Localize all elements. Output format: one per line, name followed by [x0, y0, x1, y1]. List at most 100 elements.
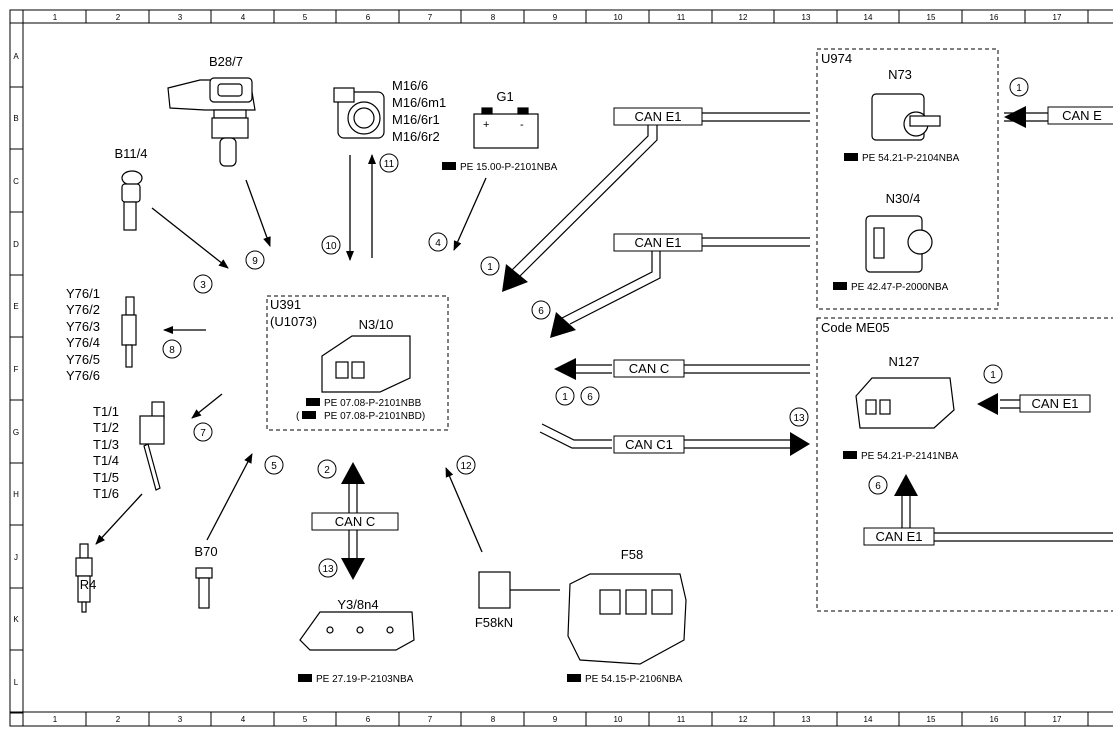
column-label-top: 6: [366, 13, 371, 22]
u391-label: U391: [270, 297, 301, 312]
t1-2-label: T1/2: [93, 420, 119, 435]
callout-number: 6: [587, 392, 593, 403]
ref-f58: PE 54.15-P-2106NBA: [585, 674, 683, 685]
callout-circle: [318, 558, 338, 578]
can-e1-mid-box: [613, 233, 703, 252]
callout-circle: [264, 455, 284, 475]
callout-circle: [580, 386, 600, 406]
n73-switch-drawing: [871, 93, 941, 141]
u974-label: U974: [821, 51, 852, 66]
callout-number: 12: [460, 461, 472, 472]
can-c-box: [613, 359, 685, 378]
ref-g1: PE 15.00-P-2101NBA: [460, 162, 558, 173]
column-label-top: 4: [241, 13, 246, 22]
callout-circle: [162, 339, 182, 359]
m16-6r1-label: M16/6r1: [392, 112, 440, 127]
column-label-bottom: 6: [366, 715, 371, 724]
ref-n30-4: PE 42.47-P-2000NBA: [851, 282, 949, 293]
ref-open-paren: (: [296, 411, 300, 422]
hand-pointer-icon: [843, 451, 857, 459]
f58-label: F58: [621, 547, 643, 562]
callout-number: 7: [200, 428, 206, 439]
can-e1-bottom-box: [863, 527, 935, 546]
r4-spark-plug-drawing: [75, 543, 93, 613]
row-label: D: [13, 240, 19, 249]
hand-pointer-icon: [302, 411, 316, 419]
callout-number: 1: [562, 392, 568, 403]
can-e1-mid-label: CAN E1: [635, 235, 682, 250]
code-me05-label: Code ME05: [821, 320, 890, 335]
callout-circle: [789, 407, 809, 427]
r4-label: R4: [80, 577, 97, 592]
m16-6-label: M16/6: [392, 78, 428, 93]
y76-3-label: Y76/3: [66, 319, 100, 334]
column-label-bottom: 15: [927, 715, 936, 724]
column-label-bottom: 11: [677, 715, 686, 724]
column-label-top: 10: [614, 13, 623, 22]
column-label-bottom: 8: [491, 715, 496, 724]
callout-circle: [428, 232, 448, 252]
row-label: F: [14, 365, 19, 374]
can-c1-box: [613, 435, 685, 454]
component-labels: B28/7B11/4M16/6M16/6m1M16/6r1M16/6r2G1Y7…: [66, 51, 920, 630]
ref-n3-10-a: PE 07.08-P-2101NBB: [324, 398, 422, 409]
b70-label: B70: [194, 544, 217, 559]
column-label-top: 5: [303, 13, 308, 22]
n73-label: N73: [888, 67, 912, 82]
hand-pointer-icon: [567, 674, 581, 682]
t1-3-label: T1/3: [93, 437, 119, 452]
column-label-top: 3: [178, 13, 183, 22]
callout-number: 9: [252, 256, 258, 267]
references: PE 15.00-P-2101NBA PE 07.08-P-2101NBB ( PE …: [296, 153, 960, 685]
f58kn-relay-drawing: [478, 571, 511, 609]
ref-n3-10-b: PE 07.08-P-2101NBD): [324, 411, 425, 422]
callout-number: 13: [322, 564, 334, 575]
callout-circle: [555, 386, 575, 406]
callout-circle: [983, 364, 1003, 384]
y76-injector-drawing: [121, 296, 137, 368]
callout-circle: [531, 300, 551, 320]
code-me05-box: [816, 317, 1113, 612]
g1-label: G1: [496, 89, 513, 104]
row-label: L: [14, 678, 19, 687]
callout-number: 8: [169, 345, 175, 356]
column-label-bottom: 5: [303, 715, 308, 724]
t1-5-label: T1/5: [93, 470, 119, 485]
y76-5-label: Y76/5: [66, 352, 100, 367]
column-label-bottom: 7: [428, 715, 433, 724]
u391-box: [266, 295, 449, 431]
column-label-top: 9: [553, 13, 558, 22]
t1-4-label: T1/4: [93, 453, 119, 468]
callout-number: 11: [384, 159, 395, 170]
column-label-top: 15: [927, 13, 936, 22]
callout-circle: [480, 256, 500, 276]
ref-n73: PE 54.21-P-2104NBA: [862, 153, 960, 164]
callout-circle: [193, 422, 213, 442]
signal-arrows: [95, 154, 487, 553]
y76-2-label: Y76/2: [66, 302, 100, 317]
b11-4-sensor-drawing: [121, 170, 143, 231]
n3-10-label: N3/10: [359, 317, 394, 332]
callout-number: 5: [271, 461, 277, 472]
bus-arrowheads: [341, 106, 1026, 580]
bus-lines: [348, 112, 1113, 560]
callout-circle: [456, 455, 476, 475]
f58kn-label: F58kN: [475, 615, 513, 630]
b70-sensor-drawing: [195, 567, 213, 609]
n127-unit-drawing: [855, 377, 955, 429]
row-label: K: [13, 615, 19, 624]
column-label-top: 12: [739, 13, 748, 22]
row-label: C: [13, 177, 19, 186]
column-label-bottom: 14: [864, 715, 873, 724]
can-c1-label: CAN C1: [625, 437, 673, 452]
can-e1-n127-label: CAN E1: [1032, 396, 1079, 411]
callout-circle: [193, 274, 213, 294]
hand-pointer-icon: [306, 398, 320, 406]
column-label-top: 2: [116, 13, 121, 22]
column-label-bottom: 9: [553, 715, 558, 724]
can-c-vertical-label: CAN C: [335, 514, 375, 529]
